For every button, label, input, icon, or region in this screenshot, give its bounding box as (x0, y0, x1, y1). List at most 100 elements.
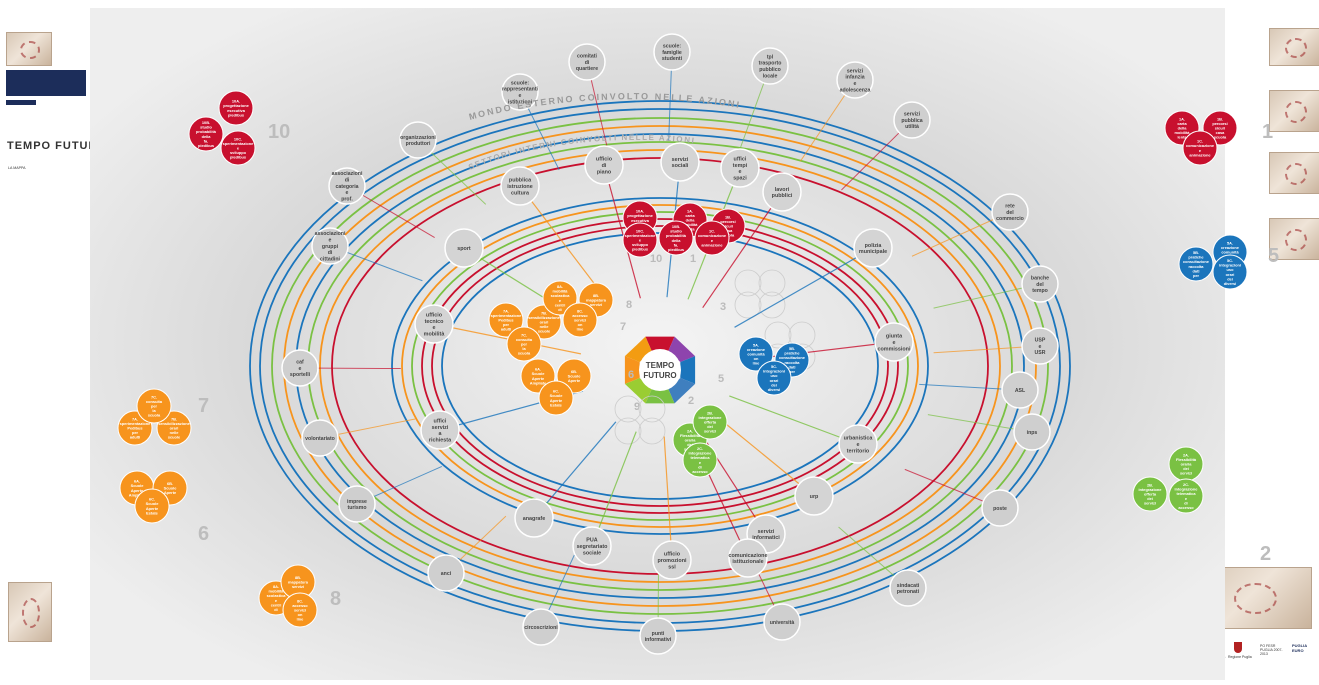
sector-number: 3 (720, 301, 726, 313)
external-node (281, 349, 319, 387)
sector-number: 2 (688, 395, 694, 407)
action-circle (562, 302, 598, 338)
action-circle (1212, 254, 1248, 290)
external-node-label: università (770, 620, 795, 626)
empty-slot (764, 321, 792, 349)
right-photo-1 (1269, 28, 1319, 66)
ring-8 (391, 197, 929, 535)
external-node (1001, 371, 1039, 409)
internal-node (514, 498, 554, 538)
empty-slot (734, 269, 762, 297)
sector-number: 7 (620, 321, 626, 333)
external-node (653, 33, 691, 71)
external-node (399, 121, 437, 159)
external-node (301, 419, 339, 457)
external-node (522, 608, 560, 646)
action-circle (1132, 476, 1168, 512)
empty-slot (758, 269, 786, 297)
internal-node (500, 166, 540, 206)
connection-line (729, 395, 859, 445)
external-node-label: circoscrizioni (524, 625, 558, 631)
right-photo-3 (1269, 152, 1319, 194)
right-photo-4 (1269, 218, 1319, 260)
action-circle (694, 220, 730, 256)
action-circle (682, 442, 718, 478)
ring-6 (319, 149, 1001, 583)
internal-node (838, 424, 878, 464)
external-node-label: poste (993, 506, 1007, 512)
external-node (427, 554, 465, 592)
legend-number: 2 (1260, 543, 1271, 565)
action-circle (156, 410, 192, 446)
ring-10 (411, 211, 909, 521)
action-circle (622, 222, 658, 258)
action-circle (218, 90, 254, 126)
action-circle (692, 404, 728, 440)
external-node (311, 227, 349, 265)
external-node (568, 43, 606, 81)
ring-11 (421, 218, 899, 514)
sector-number: 5 (718, 373, 724, 385)
center-sector (680, 356, 696, 384)
action-circle (1182, 130, 1218, 166)
connection-line (734, 247, 874, 328)
empty-slot (614, 395, 642, 423)
left-subtitle: LA MAPPA (8, 166, 26, 170)
empty-slot (758, 291, 786, 319)
internal-node (444, 228, 484, 268)
action-circle (188, 116, 224, 152)
action-circle (488, 302, 524, 338)
left-banner-sub (6, 100, 36, 105)
action-circle (136, 388, 172, 424)
connection-line (663, 436, 673, 561)
internal-node (762, 172, 802, 212)
action-circle (134, 488, 170, 524)
external-node (328, 167, 366, 205)
legend-number: 6 (198, 523, 209, 545)
internal-node (414, 304, 454, 344)
action-circle (542, 280, 578, 316)
internal-node (874, 322, 914, 362)
right-photo-2 (1269, 90, 1319, 132)
legend-number: 8 (330, 588, 341, 610)
external-node (991, 193, 1029, 231)
external-node-label: inps (1027, 430, 1038, 436)
connection-line (702, 191, 783, 309)
sector-number: 9 (634, 401, 640, 413)
external-node (981, 489, 1019, 527)
external-node (893, 101, 931, 139)
external-node (639, 617, 677, 655)
